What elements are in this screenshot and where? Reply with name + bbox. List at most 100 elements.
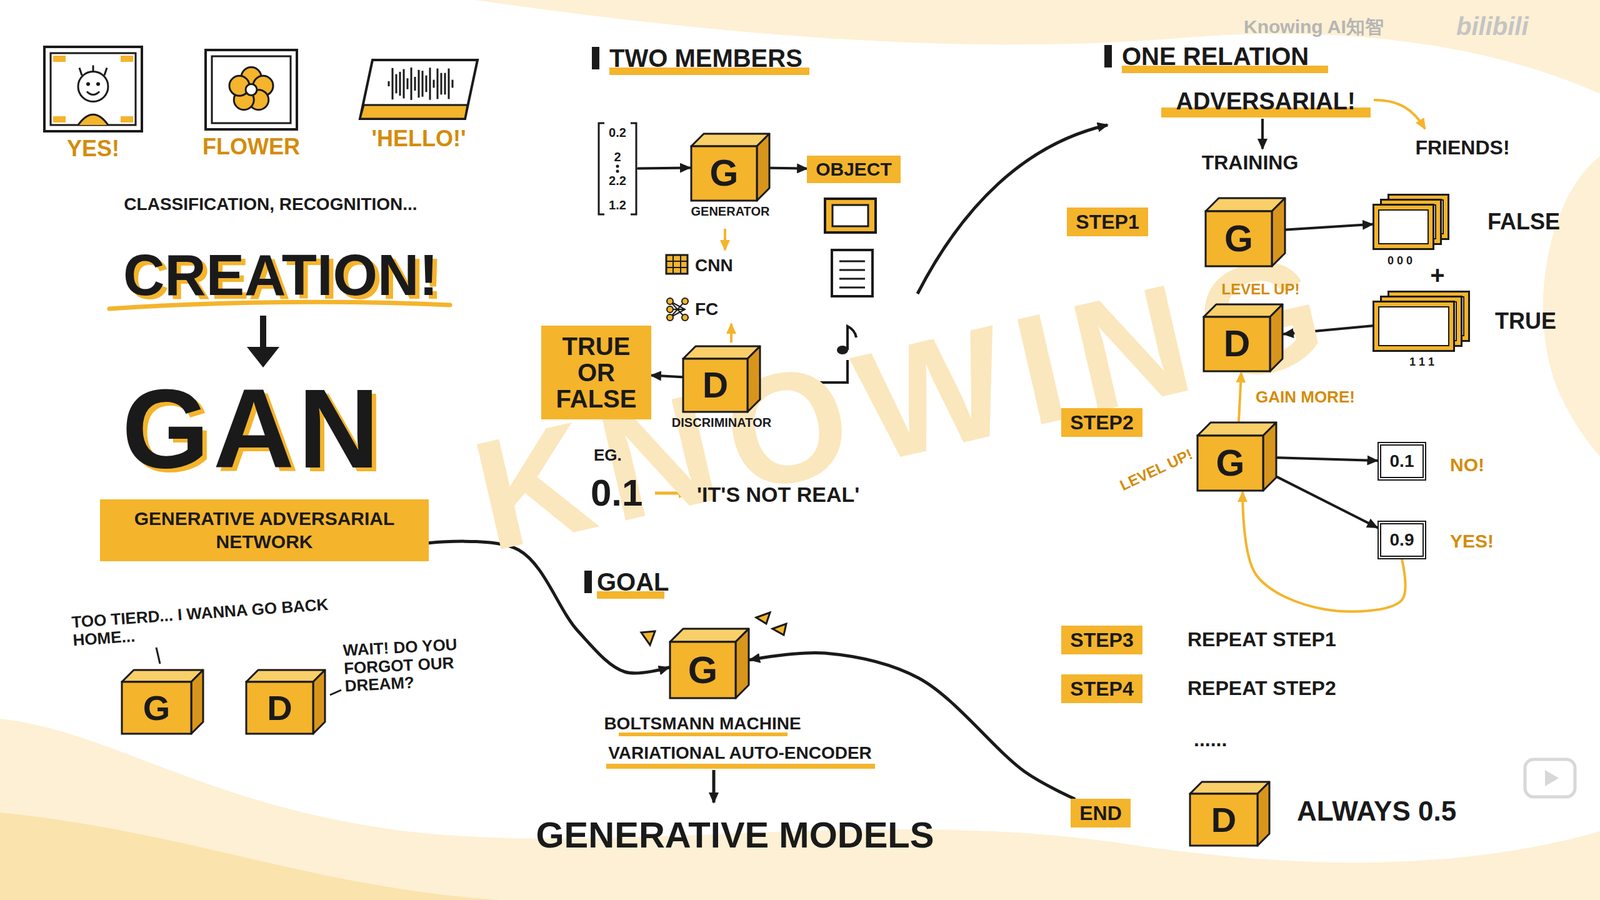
frame-shape [204,48,299,131]
frame-shape [357,56,480,123]
frame-outline [1373,205,1434,250]
flower-center [245,84,257,96]
cube-side [1263,422,1277,491]
wave-bar [421,70,424,97]
cube-side [1271,198,1285,267]
cube-box: D [1202,303,1284,373]
cube-box: D [245,668,327,735]
cube-side [1270,304,1283,372]
mark-text: 0 0 0 [1387,255,1413,268]
watermark: Knowing AI知智 [1243,16,1384,37]
wave-bar [410,67,413,100]
headline: CREATION! [123,243,439,307]
box-text: STEP1 [1075,210,1139,234]
connector-arrow [1277,457,1378,461]
section-heading: TWO MEMBERS [609,44,803,72]
score-value: 0.1 [590,472,643,514]
cube-box: G [1196,421,1278,492]
picture-frame: FLOWER [204,48,299,131]
score-box: 0.9 [1377,520,1427,560]
vector-value: 0.2 [608,125,627,140]
ellipsis-dot [616,170,620,174]
highlight-box: STEP4 [1061,674,1142,704]
layer-name: FC [695,300,719,320]
corner-mark [53,55,66,62]
cube-letter: D [1190,793,1258,846]
cube-front [683,358,748,412]
frame-stack: FALSE [1372,193,1450,250]
model-underline [606,763,875,769]
cnn-icon-grid [666,255,688,274]
note-text: 'IT'S NOT REAL' [696,483,860,507]
wave-bar [418,70,420,98]
cube-front [691,146,757,201]
verdict-text: NO! [1450,454,1485,475]
highlight-box: STEP2 [1061,408,1142,437]
connector-arrow [1277,476,1378,528]
caption: 'HELLO!' [371,126,466,152]
caption: GENERATOR [691,204,770,219]
frame-inner [211,56,291,124]
down-arrow-head [246,346,280,368]
box-text: 0.9 [1390,529,1415,551]
cube-letter: D [1203,316,1270,372]
background-wave [0,812,500,900]
note-text: EG. [593,446,622,465]
frame-inner [1378,306,1449,346]
speech-leader [330,690,342,695]
cube-front [1205,211,1272,267]
cube-letter: D [246,681,314,734]
wave-bar [391,68,394,100]
caption: FALSE [1487,209,1560,235]
connector-arrow [770,168,807,169]
wave-bar [448,68,450,100]
ellipsis-dot [616,165,620,169]
bracket-left [598,123,605,215]
cube-letter: G [691,146,757,201]
layer-name: CNN [695,256,734,276]
stack-shape [1372,290,1470,352]
cube-side [313,670,325,734]
wave-bar [399,71,402,96]
vector-value: 1.2 [608,198,627,212]
person-face [78,71,109,102]
section-heading: GOAL [596,568,670,596]
section-heading: ONE RELATION [1121,42,1309,70]
small-arrow [723,228,727,250]
box-text: STEP2 [1070,410,1134,435]
highlight-box: OBJECT [806,155,901,184]
wave-bar [444,73,447,95]
wave-bar [406,78,409,89]
wave-bar [433,80,435,89]
frame-inner [50,53,136,125]
heading-bar [584,570,592,594]
background-wave [0,718,1600,900]
note-text: LEVEL UP! [1221,281,1300,298]
topic-text: CLASSIFICATION, RECOGNITION... [123,195,417,215]
frame-inner [1378,210,1429,244]
cube-box: G [1204,196,1287,268]
keyword: ADVERSARIAL! [1175,88,1355,115]
down-arrow [1261,118,1264,149]
frame-shape [43,45,144,133]
caption: TRUE [1495,308,1557,334]
frame-outline [1373,301,1455,352]
heading-bar [1104,45,1112,68]
edge-label: GAIN MORE! [1253,388,1357,407]
mark-text: 1 1 1 [1409,356,1435,369]
cube-letter: G [121,681,192,734]
box-text: OBJECT [815,158,892,181]
output-box: TRUE OR FALSE [541,325,652,420]
image-icon [825,198,876,233]
vector-value: 2 [613,150,621,164]
frame-outline [44,46,142,132]
cube-letter: G [1197,435,1264,491]
wave-bar [395,74,398,94]
vector-value: 2.2 [608,173,627,188]
wave-bar [451,80,454,89]
plus-sign: + [1430,261,1445,289]
picture-frame: 'HELLO!' [357,56,480,123]
ellipsis: ...... [1193,728,1227,751]
step-text: REPEAT STEP2 [1187,677,1337,700]
box-text: STEP4 [1070,676,1134,701]
